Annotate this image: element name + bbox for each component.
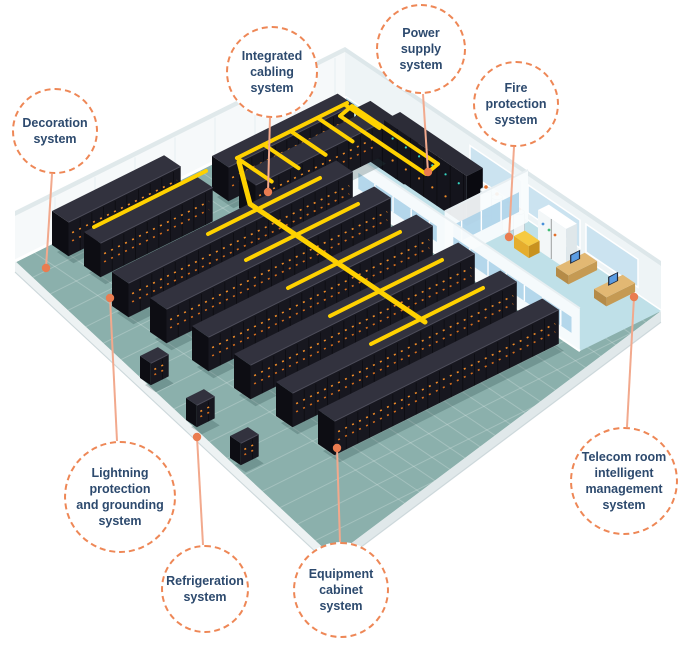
callout-label: Equipment cabinet system	[308, 567, 374, 613]
crac-units	[140, 347, 264, 473]
leader-dot	[41, 263, 51, 273]
callout-telecom-room-intelligent-management-system: Telecom room intelligent management syst…	[570, 427, 678, 535]
callout-label: Lightning protection and grounding syste…	[76, 466, 164, 528]
callout-label: Power supply system	[399, 26, 443, 72]
leader-dot	[629, 292, 639, 302]
callout-power-supply-system: Power supply system	[376, 4, 466, 94]
callout-label: Decoration system	[22, 116, 88, 146]
callout-label: Fire protection system	[485, 81, 547, 127]
leader-dot	[192, 432, 202, 442]
callout-equipment-cabinet-system: Equipment cabinet system	[293, 542, 389, 638]
leader-dot	[263, 187, 273, 197]
callout-fire-protection-system: Fire protection system	[473, 61, 559, 147]
callout-refrigeration-system: Refrigeration system	[161, 545, 249, 633]
leader-dot	[504, 232, 514, 242]
leader-lines	[41, 93, 639, 546]
callout-lightning-protection-and-grounding-system: Lightning protection and grounding syste…	[64, 441, 176, 553]
callout-label: Telecom room intelligent management syst…	[581, 450, 667, 512]
callout-decoration-system: Decoration system	[12, 88, 98, 174]
callout-label: Integrated cabling system	[241, 49, 303, 95]
leader-dot	[332, 443, 342, 453]
telecom-room	[514, 204, 636, 307]
callout-label: Refrigeration system	[166, 574, 244, 604]
leader-dot	[423, 167, 433, 177]
callout-integrated-cabling-system: Integrated cabling system	[226, 26, 318, 118]
leader-dot	[105, 293, 115, 303]
